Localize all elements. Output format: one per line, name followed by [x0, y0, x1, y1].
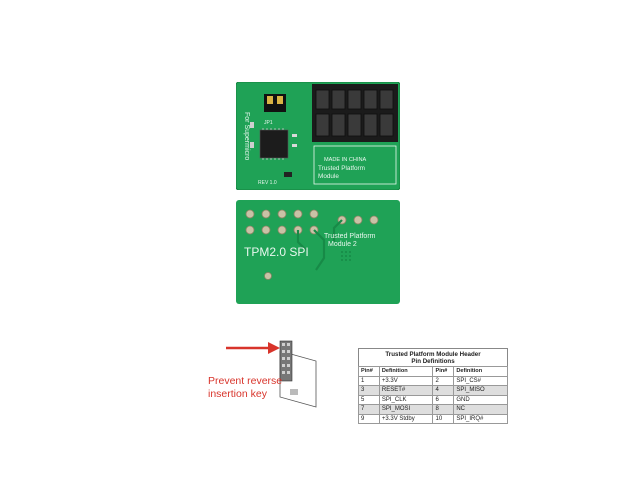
pin-definition: SPI_CS# [453, 375, 508, 386]
pin-number: 6 [432, 394, 455, 405]
top-module-line1: Trusted Platform [318, 165, 365, 172]
insertion-key-diagram [226, 340, 317, 408]
table-row: 1 +3.3V 2 SPI_CS# [358, 375, 508, 386]
side-silk-text: For Supermicro [243, 112, 250, 160]
pin-number: 10 [432, 413, 455, 424]
model-text: TPM2.0 SPI [244, 245, 309, 259]
pin-definitions-table: Trusted Platform Module Header Pin Defin… [358, 348, 508, 424]
jumper-label: JP1 [264, 120, 273, 126]
pin-number: 9 [358, 413, 380, 424]
arrow-icon [226, 342, 280, 354]
pin-definition: +3.3V [378, 375, 434, 386]
pin-number: 7 [358, 404, 380, 415]
table-row: 9 +3.3V Stdby 10 SPI_IRQ# [358, 413, 508, 424]
made-in-text: MADE IN CHINA [324, 157, 367, 163]
header-pin: Pin# [432, 366, 455, 377]
table-title-line2: Pin Definitions [411, 358, 455, 365]
header-definition: Definition [453, 366, 508, 377]
bottom-module-line1: Trusted Platform [324, 233, 376, 240]
pin-definition: RESET# [378, 385, 434, 396]
jumper-jp1 [264, 94, 286, 112]
pin-definitions-table-panel: Trusted Platform Module Header Pin Defin… [358, 348, 508, 430]
pin-definition: +3.3V Stdby [378, 413, 434, 424]
pin-definition: SPI_MISO [453, 385, 508, 396]
header-connector-10pin [312, 84, 398, 142]
table-row: 7 SPI_MOSI 8 NC [358, 404, 508, 415]
tpm-chip [259, 129, 289, 159]
pin-number: 4 [432, 385, 455, 396]
insertion-key-callout: Prevent reverse insertion key [208, 375, 282, 401]
pin-definition: SPI_CLK [378, 394, 434, 405]
pin-number: 5 [358, 394, 380, 405]
callout-line1: Prevent reverse [208, 375, 283, 387]
pin-definition: SPI_IRQ# [453, 413, 508, 424]
header-pin: Pin# [358, 366, 380, 377]
tpm-board-bottom-photo: TPM2.0 SPI Trusted Platform Module 2 [236, 200, 400, 304]
table-row: 5 SPI_CLK 6 GND [358, 394, 508, 405]
top-module-line2: Module [318, 173, 339, 180]
pin-number: 8 [432, 404, 455, 415]
tpm-board-top-photo: JP1 MADE IN CHINA Trusted Platform Modul… [236, 82, 400, 190]
version-text: REV 1.0 [258, 180, 277, 186]
table-title-line1: Trusted Platform Module Header [385, 351, 481, 358]
table-row: 3 RESET# 4 SPI_MISO [358, 385, 508, 396]
header-definition: Definition [378, 366, 434, 377]
pin-definition: SPI_MOSI [378, 404, 434, 415]
bottom-module-line2: Module 2 [328, 241, 357, 248]
pin-number: 1 [358, 375, 380, 386]
pcb-bottom-substrate [236, 200, 400, 304]
table-caption: Trusted Platform Module Header Pin Defin… [358, 348, 508, 366]
table-header-row: Pin# Definition Pin# Definition [358, 366, 508, 377]
pin-number: 3 [358, 385, 380, 396]
pin-number: 2 [432, 375, 455, 386]
callout-line2: insertion key [208, 388, 267, 400]
pin-definition: GND [453, 394, 508, 405]
pin-definition: NC [453, 404, 508, 415]
